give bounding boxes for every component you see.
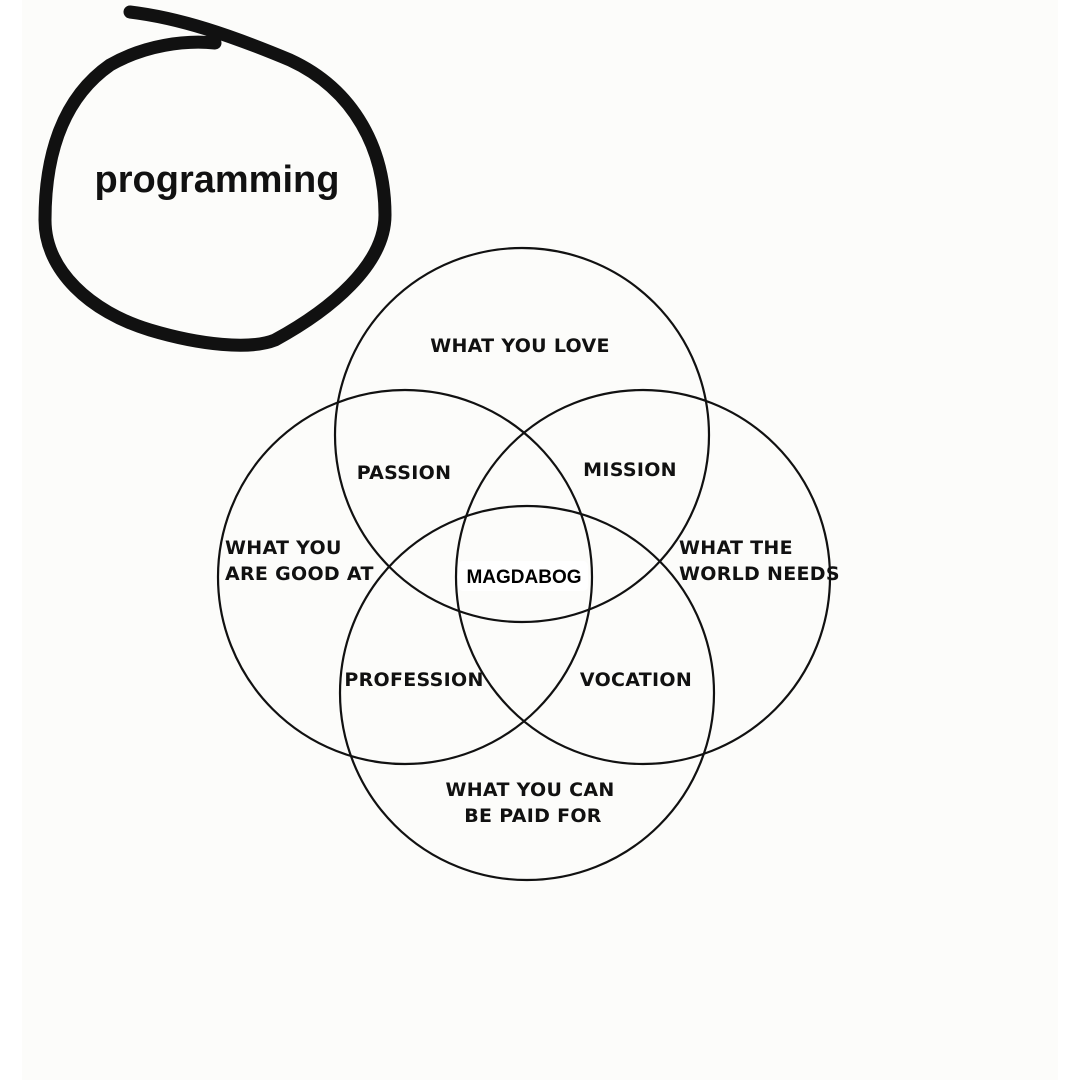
label-mission: MISSION (583, 459, 677, 481)
label-center: MAGDABOG (466, 567, 581, 588)
label-good-at-line2: ARE GOOD AT (225, 563, 374, 585)
center-label-background (458, 561, 588, 591)
circle-what-you-are-good-at (216, 388, 594, 766)
label-world-needs-line1: WHAT THE (679, 537, 793, 559)
circle-what-the-world-needs (454, 388, 832, 766)
label-good-at-line1: WHAT YOU (225, 537, 342, 559)
label-world-needs-line2: WORLD NEEDS (679, 563, 840, 585)
label-vocation: VOCATION (580, 669, 692, 691)
label-paid-for-line2: BE PAID FOR (464, 805, 602, 827)
label-what-you-love: WHAT YOU LOVE (430, 335, 610, 357)
label-paid-for-line1: WHAT YOU CAN (445, 779, 614, 801)
circle-what-you-love (333, 246, 711, 624)
annotation-label: programming (95, 159, 340, 201)
hand-drawn-circle (38, 5, 392, 352)
label-passion: PASSION (357, 462, 452, 484)
circle-what-you-can-be-paid-for (338, 504, 716, 882)
label-profession: PROFESSION (344, 669, 483, 691)
paper-background (22, 0, 1058, 1080)
